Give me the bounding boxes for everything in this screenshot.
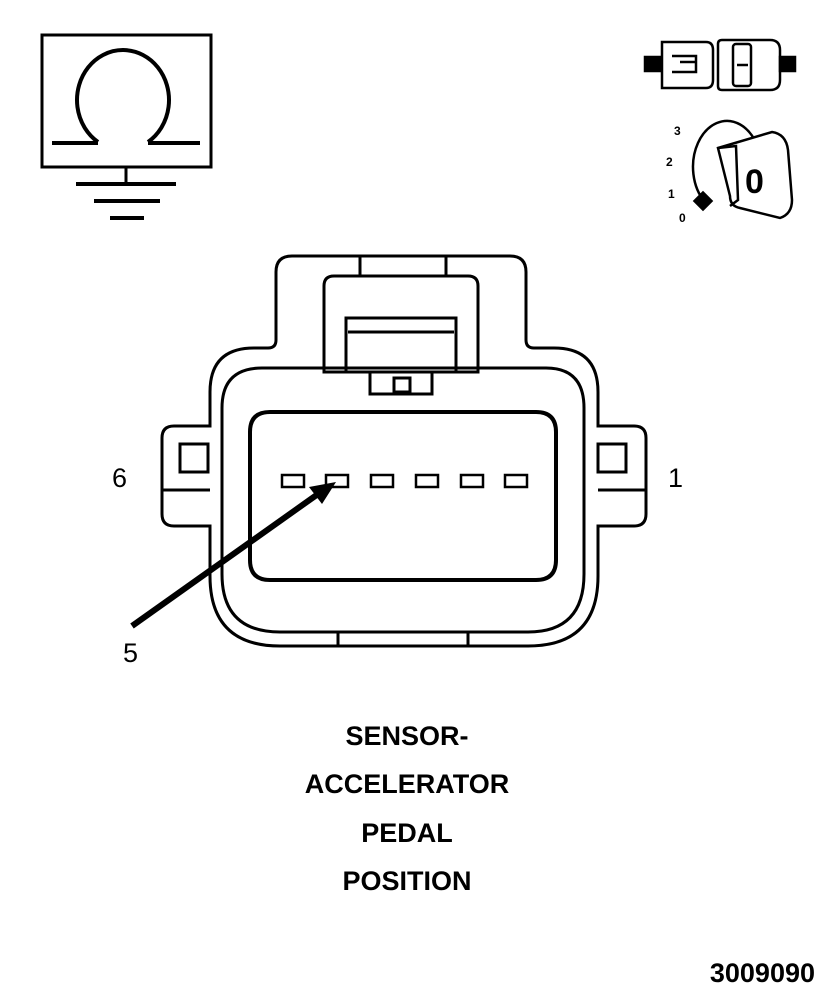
caption-line-2: ACCELERATOR	[305, 769, 510, 799]
ignition-key-off-icon	[691, 119, 794, 220]
pin-2	[459, 473, 485, 489]
disconnected-connector-icon	[643, 38, 797, 92]
callout-arrow	[130, 482, 336, 629]
ignition-position-1: 1	[668, 187, 675, 201]
pin-6	[280, 473, 306, 489]
ignition-key-label: 0	[745, 163, 764, 201]
figure-number: 3009090	[710, 958, 815, 988]
connector-pins	[280, 473, 529, 489]
caption-line-4: POSITION	[342, 866, 471, 896]
ignition-position-3: 3	[674, 124, 681, 138]
pin-4	[369, 473, 395, 489]
pin-label-left: 6	[112, 463, 127, 493]
caption-line-1: SENSOR-	[345, 721, 468, 751]
connector-body	[160, 254, 648, 648]
pin-label-right: 1	[668, 463, 683, 493]
pin-3	[414, 473, 440, 489]
pin-1	[503, 473, 529, 489]
ignition-position-0: 0	[679, 211, 686, 225]
ignition-position-2: 2	[666, 155, 673, 169]
pin-label-callout: 5	[123, 638, 138, 668]
ohmmeter-ground-icon	[40, 33, 213, 220]
caption-line-3: PEDAL	[361, 818, 453, 848]
